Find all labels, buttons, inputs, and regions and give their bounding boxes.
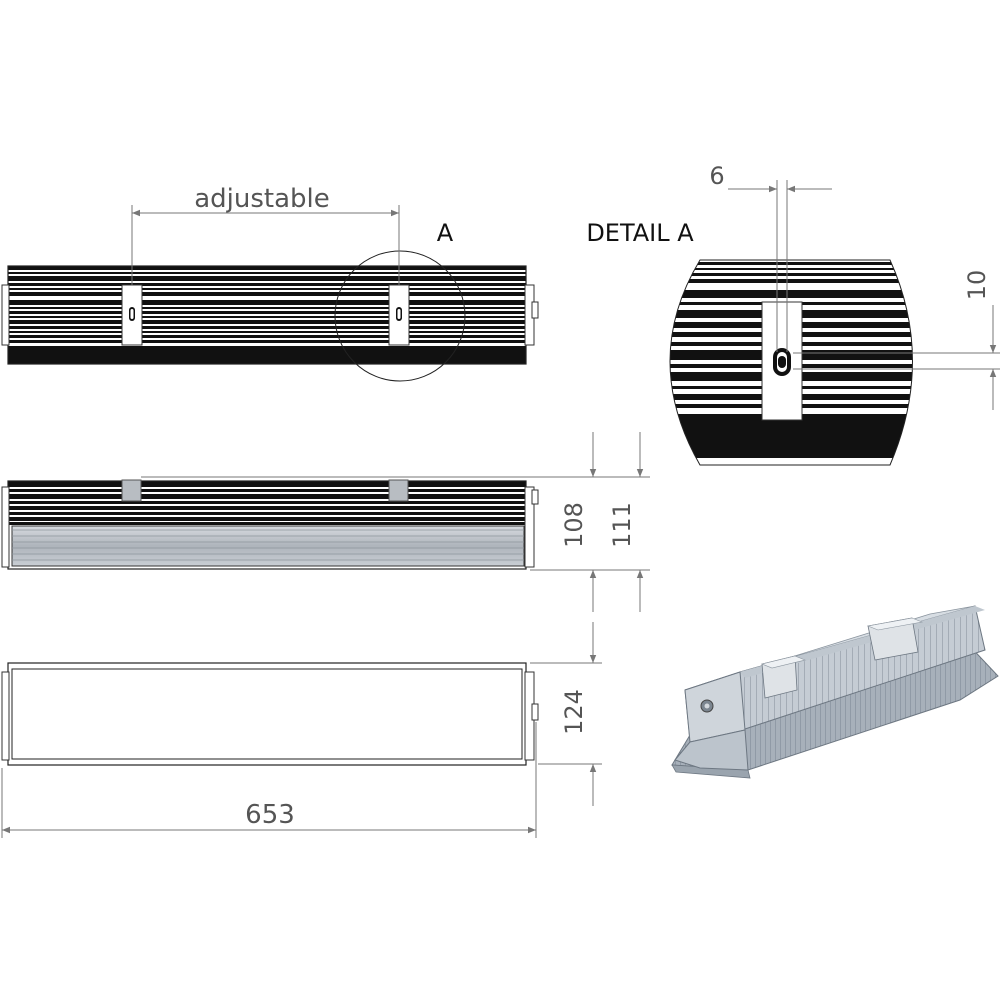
mounting-bracket-left	[121, 284, 143, 346]
cable-gland	[531, 301, 539, 319]
front-right-cap	[524, 486, 535, 568]
profile-stripe	[8, 311, 526, 314]
detail-stripe	[670, 414, 913, 458]
front-stripe	[8, 522, 526, 525]
top-view: adjustable A	[1, 184, 539, 382]
front-stripe	[8, 506, 526, 510]
front-stripe	[8, 517, 526, 521]
front-stripe	[8, 501, 526, 504]
profile-stripe	[8, 320, 526, 324]
profile-stripe	[8, 316, 526, 318]
profile-stripe	[8, 292, 526, 296]
front-view: 108 111	[1, 432, 650, 612]
front-stripe	[8, 512, 526, 515]
detail-a-view: DETAIL A 6 10	[586, 162, 1000, 466]
profile-stripe	[8, 335, 526, 338]
profile-stripe	[8, 340, 526, 343]
profile-stripe	[8, 276, 526, 281]
section-a-label: A	[437, 219, 454, 247]
bottom-view: 124 653	[1, 622, 602, 838]
detail-a-title: DETAIL A	[586, 219, 694, 247]
profile-stripe	[8, 300, 526, 305]
detail-stripe	[670, 290, 913, 298]
slot-height-dimension: 10	[963, 270, 991, 301]
length-653-dimension: 653	[245, 800, 295, 830]
isometric-view	[671, 605, 999, 779]
mounting-bracket-right	[388, 284, 410, 346]
profile-stripe	[8, 272, 526, 274]
front-bracket-left	[121, 479, 142, 502]
width-124-dimension: 124	[560, 689, 588, 735]
height-108-dimension: 108	[560, 502, 588, 548]
profile-stripe	[8, 346, 526, 364]
slot-width-dimension: 6	[709, 162, 724, 190]
front-left-cap	[1, 486, 10, 568]
front-stripe	[8, 494, 526, 499]
profile-stripe	[8, 266, 526, 270]
detail-stripe	[670, 268, 913, 270]
height-111-dimension: 111	[608, 502, 636, 548]
bottom-left-cap	[1, 671, 10, 761]
profile-stripe	[8, 326, 526, 329]
adjustable-label: adjustable	[194, 184, 330, 214]
profile-stripe	[8, 288, 526, 290]
left-end-cap	[1, 284, 10, 346]
detail-stripe	[670, 262, 913, 265]
profile-stripe	[8, 331, 526, 333]
detail-bracket	[761, 301, 803, 421]
profile-stripe	[8, 283, 526, 286]
front-bracket-right	[388, 479, 409, 502]
profile-stripe	[8, 307, 526, 309]
detail-a-circle	[334, 250, 466, 382]
detail-a-boundary	[669, 259, 913, 466]
detail-stripe	[670, 273, 913, 276]
detail-stripe	[670, 279, 913, 283]
front-stripe	[8, 481, 526, 487]
front-stripe	[8, 489, 526, 492]
